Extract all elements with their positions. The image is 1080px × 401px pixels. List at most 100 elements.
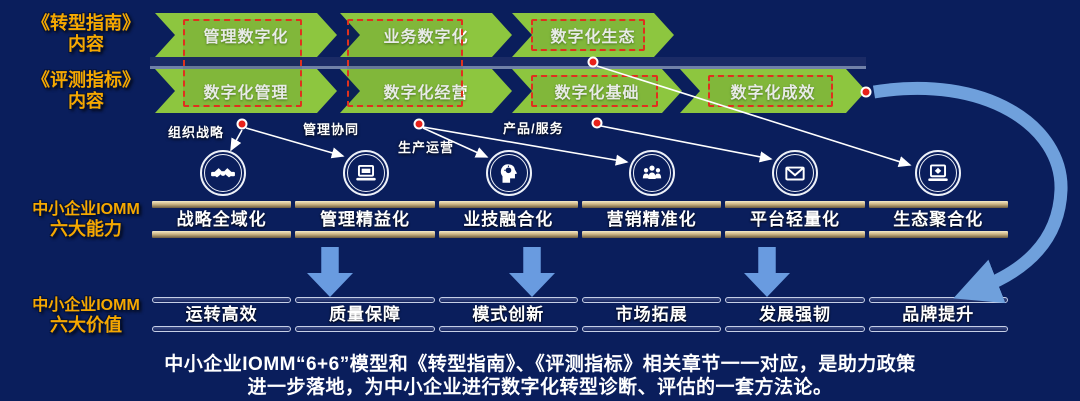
ability-label-1: 战略全域化	[176, 210, 267, 229]
envelope-icon	[776, 154, 814, 192]
value-label-5: 发展强韧	[758, 305, 831, 324]
down-arrow-1	[307, 247, 353, 297]
down-arrow-2	[509, 247, 555, 297]
value-bar	[868, 326, 1008, 332]
gold-bar	[152, 201, 292, 208]
metrics-content-label: 《评测指标》 内容	[14, 70, 158, 112]
ability-circle-5	[772, 150, 818, 196]
people-group-icon	[633, 154, 671, 192]
abilities-row: 战略全域化 管理精益化 业技融合化 营销精准化 平台轻量化 生态聚合化	[152, 201, 1008, 238]
gold-bar	[581, 201, 722, 208]
dashed-box-foundation	[531, 75, 658, 107]
gold-bar	[725, 231, 865, 238]
gold-bar	[152, 231, 292, 238]
abilities-label-line2: 六大能力	[50, 219, 122, 239]
innovation-head-icon	[490, 154, 528, 192]
value-bar	[581, 326, 722, 332]
ability-col-5: 平台轻量化	[725, 201, 865, 238]
value-label-1: 运转高效	[185, 305, 258, 324]
line-dot3-envelope	[600, 125, 773, 163]
caption: 中小企业IOMM“6+6”模型和《转型指南》、《评测指标》相关章节一一对应，是助…	[0, 353, 1080, 399]
gold-bar	[438, 201, 578, 208]
value-bar	[295, 297, 435, 303]
six-values-label: 中小企业IOMM 六大价值	[14, 296, 158, 336]
gold-bar	[438, 231, 578, 238]
ability-label-4: 营销精准化	[606, 210, 697, 229]
gold-bar	[868, 231, 1008, 238]
dimension-label-production: 生产运营	[398, 140, 455, 155]
caption-line-1: 中小企业IOMM“6+6”模型和《转型指南》、《评测指标》相关章节一一对应，是助…	[164, 354, 916, 375]
value-bar	[152, 326, 292, 332]
value-col-1: 运转高效	[152, 297, 292, 332]
gold-bar	[295, 201, 435, 208]
ability-col-3: 业技融合化	[438, 201, 578, 238]
value-bar	[438, 326, 578, 332]
six-abilities-label: 中小企业IOMM 六大能力	[14, 200, 158, 240]
ability-label-6: 生态聚合化	[893, 210, 984, 229]
value-col-2: 质量保障	[295, 297, 435, 332]
value-label-2: 质量保障	[328, 305, 401, 324]
ability-label-5: 平台轻量化	[749, 210, 840, 229]
guide-chapter-3-label: 数字化生态	[550, 29, 636, 46]
value-bar	[581, 297, 722, 303]
values-row: 运转高效 质量保障 模式创新 市场拓展 发展强韧 品牌提升	[152, 297, 1008, 332]
laptop-icon	[347, 154, 385, 192]
red-dot-3	[591, 117, 603, 129]
value-bar	[725, 326, 865, 332]
value-bar	[295, 326, 435, 332]
value-bar	[868, 297, 1008, 303]
metrics-label-line1: 《评测指标》	[32, 70, 140, 90]
dashed-box-business	[347, 19, 463, 107]
gold-bar	[581, 231, 722, 238]
value-col-3: 模式创新	[438, 297, 578, 332]
guide-label-line2: 内容	[68, 34, 104, 54]
metric-chapter-2-label: 数字化经营	[383, 85, 469, 102]
value-col-4: 市场拓展	[581, 297, 722, 332]
red-dot-2	[413, 118, 425, 130]
handshake-icon	[204, 154, 242, 192]
ability-label-2: 管理精益化	[319, 210, 410, 229]
value-col-6: 品牌提升	[868, 297, 1008, 332]
red-dot-1	[236, 118, 248, 130]
ability-col-6: 生态聚合化	[868, 201, 1008, 238]
gold-bar	[868, 201, 1008, 208]
ability-circle-2	[343, 150, 389, 196]
guide-label-line1: 《转型指南》	[32, 13, 140, 33]
curved-arrow	[872, 81, 1068, 304]
dashed-box-effect	[708, 75, 833, 107]
ability-col-4: 营销精准化	[581, 201, 722, 238]
value-label-3: 模式创新	[472, 305, 545, 324]
abilities-label-line1: 中小企业IOMM	[32, 201, 140, 218]
ability-col-1: 战略全域化	[152, 201, 292, 238]
value-bar	[438, 297, 578, 303]
guide-chapter-1-label: 管理数字化	[203, 29, 289, 46]
guide-chapter-2-label: 业务数字化	[383, 29, 469, 46]
line-dot1-handshake	[230, 129, 243, 152]
gold-bar	[295, 231, 435, 238]
down-arrow-3	[744, 247, 790, 297]
values-label-line1: 中小企业IOMM	[32, 297, 140, 314]
dashed-box-management	[183, 19, 302, 107]
ability-col-2: 管理精益化	[295, 201, 435, 238]
dimension-label-product-service: 产品/服务	[503, 121, 564, 136]
value-label-6: 品牌提升	[902, 305, 975, 324]
dimension-label-collaboration: 管理协同	[303, 122, 360, 137]
metrics-label-line2: 内容	[68, 91, 104, 111]
value-col-5: 发展强韧	[725, 297, 865, 332]
dimension-label-strategy: 组织战略	[168, 125, 225, 140]
gold-bar	[725, 201, 865, 208]
dashed-box-ecosystem	[531, 19, 645, 51]
ability-circle-4	[629, 150, 675, 196]
guide-content-label: 《转型指南》 内容	[14, 13, 158, 55]
laptop-diamond-icon	[919, 154, 957, 192]
value-bar	[725, 297, 865, 303]
values-label-line2: 六大价值	[50, 315, 122, 335]
ability-circle-6	[915, 150, 961, 196]
ability-circle-1	[200, 150, 246, 196]
caption-line-2: 进一步落地，为中小企业进行数字化转型诊断、评估的一套方法论。	[247, 377, 833, 398]
value-bar	[152, 297, 292, 303]
ability-circle-3	[486, 150, 532, 196]
metric-chapter-1-label: 数字化管理	[203, 85, 289, 102]
ability-label-3: 业技融合化	[463, 210, 554, 229]
